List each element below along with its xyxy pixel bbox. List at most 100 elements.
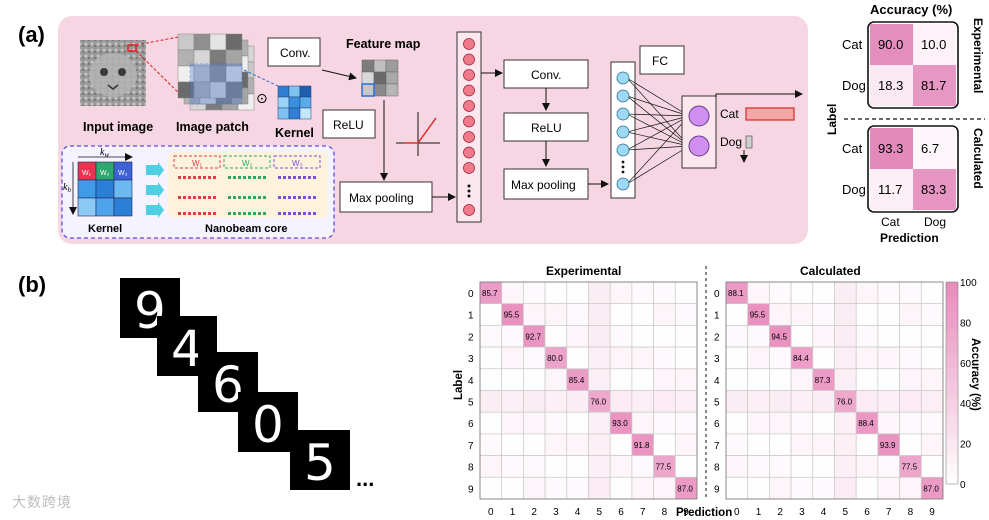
cm-a-value: 83.3 xyxy=(921,182,946,197)
cm-b-cell xyxy=(877,281,900,305)
cm-b-cell xyxy=(790,368,814,391)
maxpool2-box xyxy=(503,168,589,200)
colorbar-tick: 40 xyxy=(960,399,972,410)
fc-connection xyxy=(626,131,690,147)
cm-b-cell xyxy=(479,433,503,456)
kernel-cell xyxy=(288,107,301,120)
cm-b-row-label: 0 xyxy=(468,289,474,300)
cm-b-cell xyxy=(631,390,654,413)
cm-b-cell xyxy=(631,476,654,500)
beam-segment xyxy=(188,196,191,199)
cat-output-label: Cat xyxy=(720,107,739,121)
colorbar-segment xyxy=(946,458,958,465)
maxpool1-box xyxy=(339,181,433,213)
beam-segment xyxy=(253,212,256,215)
feature-cell xyxy=(385,83,399,97)
cm-b-cell xyxy=(566,325,589,348)
cm-b-cell xyxy=(790,325,814,348)
colorbar-segment xyxy=(946,473,958,480)
feature-cell xyxy=(361,71,375,85)
cm-b-row-label: 3 xyxy=(468,354,474,365)
cm-b-diag-value: 87.0 xyxy=(677,484,693,493)
flatten-neuron xyxy=(463,84,475,97)
beam-segment xyxy=(313,196,316,199)
cm-b-cell xyxy=(588,476,611,500)
cm-b-diag-value: 94.5 xyxy=(771,332,787,341)
cm-b-cell xyxy=(674,281,698,305)
feature-cell xyxy=(385,59,399,73)
cm-b-col-label: 2 xyxy=(777,507,783,518)
cm-b-cell xyxy=(588,368,611,391)
cm-b-cell xyxy=(501,346,524,370)
fc-connection xyxy=(626,113,690,117)
cm-b-cell xyxy=(479,303,503,326)
cm-b-cell xyxy=(899,476,922,500)
nano-arrow xyxy=(146,202,164,218)
nano-kernel-cell xyxy=(113,179,133,199)
cm-b-cell xyxy=(544,411,568,435)
fc-neuron xyxy=(616,107,630,121)
cm-b-cell xyxy=(609,390,633,413)
cm-b-col-label: 4 xyxy=(575,507,581,518)
cm-b-cell xyxy=(899,411,922,435)
kh-label: kh xyxy=(63,182,71,194)
cm-b-cell xyxy=(899,368,922,391)
weight-beam-frame xyxy=(173,155,221,169)
cm-a-value: 93.3 xyxy=(878,141,903,156)
cm-b-cell xyxy=(544,390,568,413)
nano-kernel-cell xyxy=(95,197,115,217)
cm-b-row-label: 1 xyxy=(468,311,474,322)
cm-b-cell xyxy=(725,346,749,370)
cm-b-cell xyxy=(790,281,814,305)
cm-b-row-label: 2 xyxy=(468,332,474,343)
cm-b-row-label: 7 xyxy=(714,441,720,452)
cm-b-cell xyxy=(790,411,814,435)
fc-neuron xyxy=(616,125,630,139)
cm-b-cell xyxy=(877,346,900,370)
beam-segment xyxy=(198,212,201,215)
beam-segment xyxy=(178,176,181,179)
digit-glyph: 0 xyxy=(252,396,284,454)
fc-neuron xyxy=(616,89,630,103)
fc-connection xyxy=(626,145,690,185)
beam-segment xyxy=(303,212,306,215)
beam-segment xyxy=(253,176,256,179)
colorbar-tick: 80 xyxy=(960,318,972,329)
cm-b-xlabel: Prediction xyxy=(676,507,732,519)
colorbar-segment xyxy=(946,282,958,288)
beam-segment xyxy=(233,212,236,215)
cm-b-cell xyxy=(920,455,944,478)
conv1-label: Conv. xyxy=(280,46,310,60)
digit-glyph: 5 xyxy=(304,434,336,492)
beam-segment xyxy=(303,176,306,179)
cm-b-cell xyxy=(769,411,792,435)
cm-b-row-label: 0 xyxy=(714,289,720,300)
colorbar-segment xyxy=(946,367,958,374)
cm-b-cell xyxy=(834,281,857,305)
colorbar-segment xyxy=(946,453,958,460)
cm-b-cell xyxy=(877,303,900,326)
cm-b-diag-value: 95.5 xyxy=(750,311,766,320)
colorbar-segment xyxy=(946,337,958,344)
cm-b-cell xyxy=(653,411,676,435)
kernel-cell xyxy=(288,85,301,98)
colorbar-segment xyxy=(946,297,958,303)
cm-b-cell xyxy=(501,433,524,456)
cm-b-cell xyxy=(653,325,676,348)
colorbar-segment xyxy=(946,347,958,354)
cm-a-cell xyxy=(870,24,913,65)
beam-segment xyxy=(228,212,231,215)
beam-segment xyxy=(253,196,256,199)
nano-kernel-cell xyxy=(77,197,97,217)
colorbar-segment xyxy=(946,448,958,455)
cm-b-cell xyxy=(899,390,922,413)
beam-segment xyxy=(228,176,231,179)
cm-b-cell xyxy=(544,433,568,456)
colorbar-segment xyxy=(946,287,958,293)
cm-b-cell xyxy=(855,325,879,348)
cm-b-cell xyxy=(877,368,900,391)
feature-cell xyxy=(373,71,387,85)
cm-b-row-label: 8 xyxy=(714,463,720,474)
conv1-box xyxy=(267,37,321,67)
